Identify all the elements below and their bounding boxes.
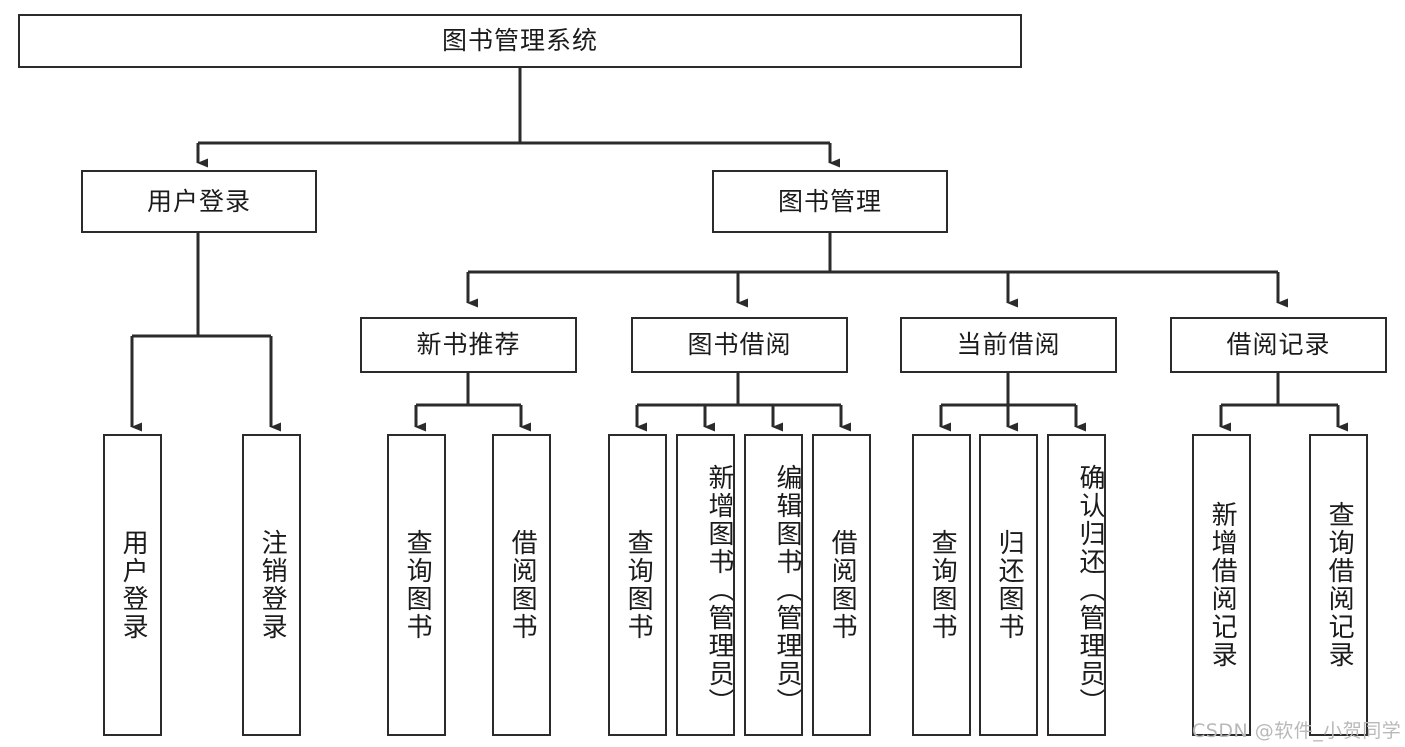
node-user-login[interactable]: 用户登录 (81, 170, 317, 233)
leaf-add-book[interactable]: 新增图书（管理员） (676, 434, 735, 736)
leaf-add-record[interactable]: 新增借阅记录 (1192, 434, 1251, 736)
leaf-logout-login[interactable]: 注销登录 (242, 434, 301, 736)
node-book-borrow[interactable]: 图书借阅 (631, 317, 848, 373)
leaf-user-login[interactable]: 用户登录 (103, 434, 162, 736)
leaf-confirm-return[interactable]: 确认归还（管理员） (1047, 434, 1106, 736)
node-current-borrow[interactable]: 当前借阅 (900, 317, 1117, 373)
leaf-return-book[interactable]: 归还图书 (979, 434, 1038, 736)
leaf-borrow-book-2[interactable]: 借阅图书 (812, 434, 871, 736)
leaf-query-book-3[interactable]: 查询图书 (912, 434, 971, 736)
leaf-query-book-1[interactable]: 查询图书 (387, 434, 446, 736)
csdn-watermark: CSDN @软件_小贺同学 (1192, 720, 1402, 742)
node-book-manage[interactable]: 图书管理 (712, 170, 948, 233)
node-new-book-recommend[interactable]: 新书推荐 (360, 317, 577, 373)
leaf-query-record[interactable]: 查询借阅记录 (1309, 434, 1368, 736)
node-root-system[interactable]: 图书管理系统 (18, 14, 1022, 68)
leaf-borrow-book-1[interactable]: 借阅图书 (492, 434, 551, 736)
leaf-query-book-2[interactable]: 查询图书 (608, 434, 667, 736)
leaf-edit-book[interactable]: 编辑图书（管理员） (744, 434, 803, 736)
node-borrow-record[interactable]: 借阅记录 (1170, 317, 1387, 373)
